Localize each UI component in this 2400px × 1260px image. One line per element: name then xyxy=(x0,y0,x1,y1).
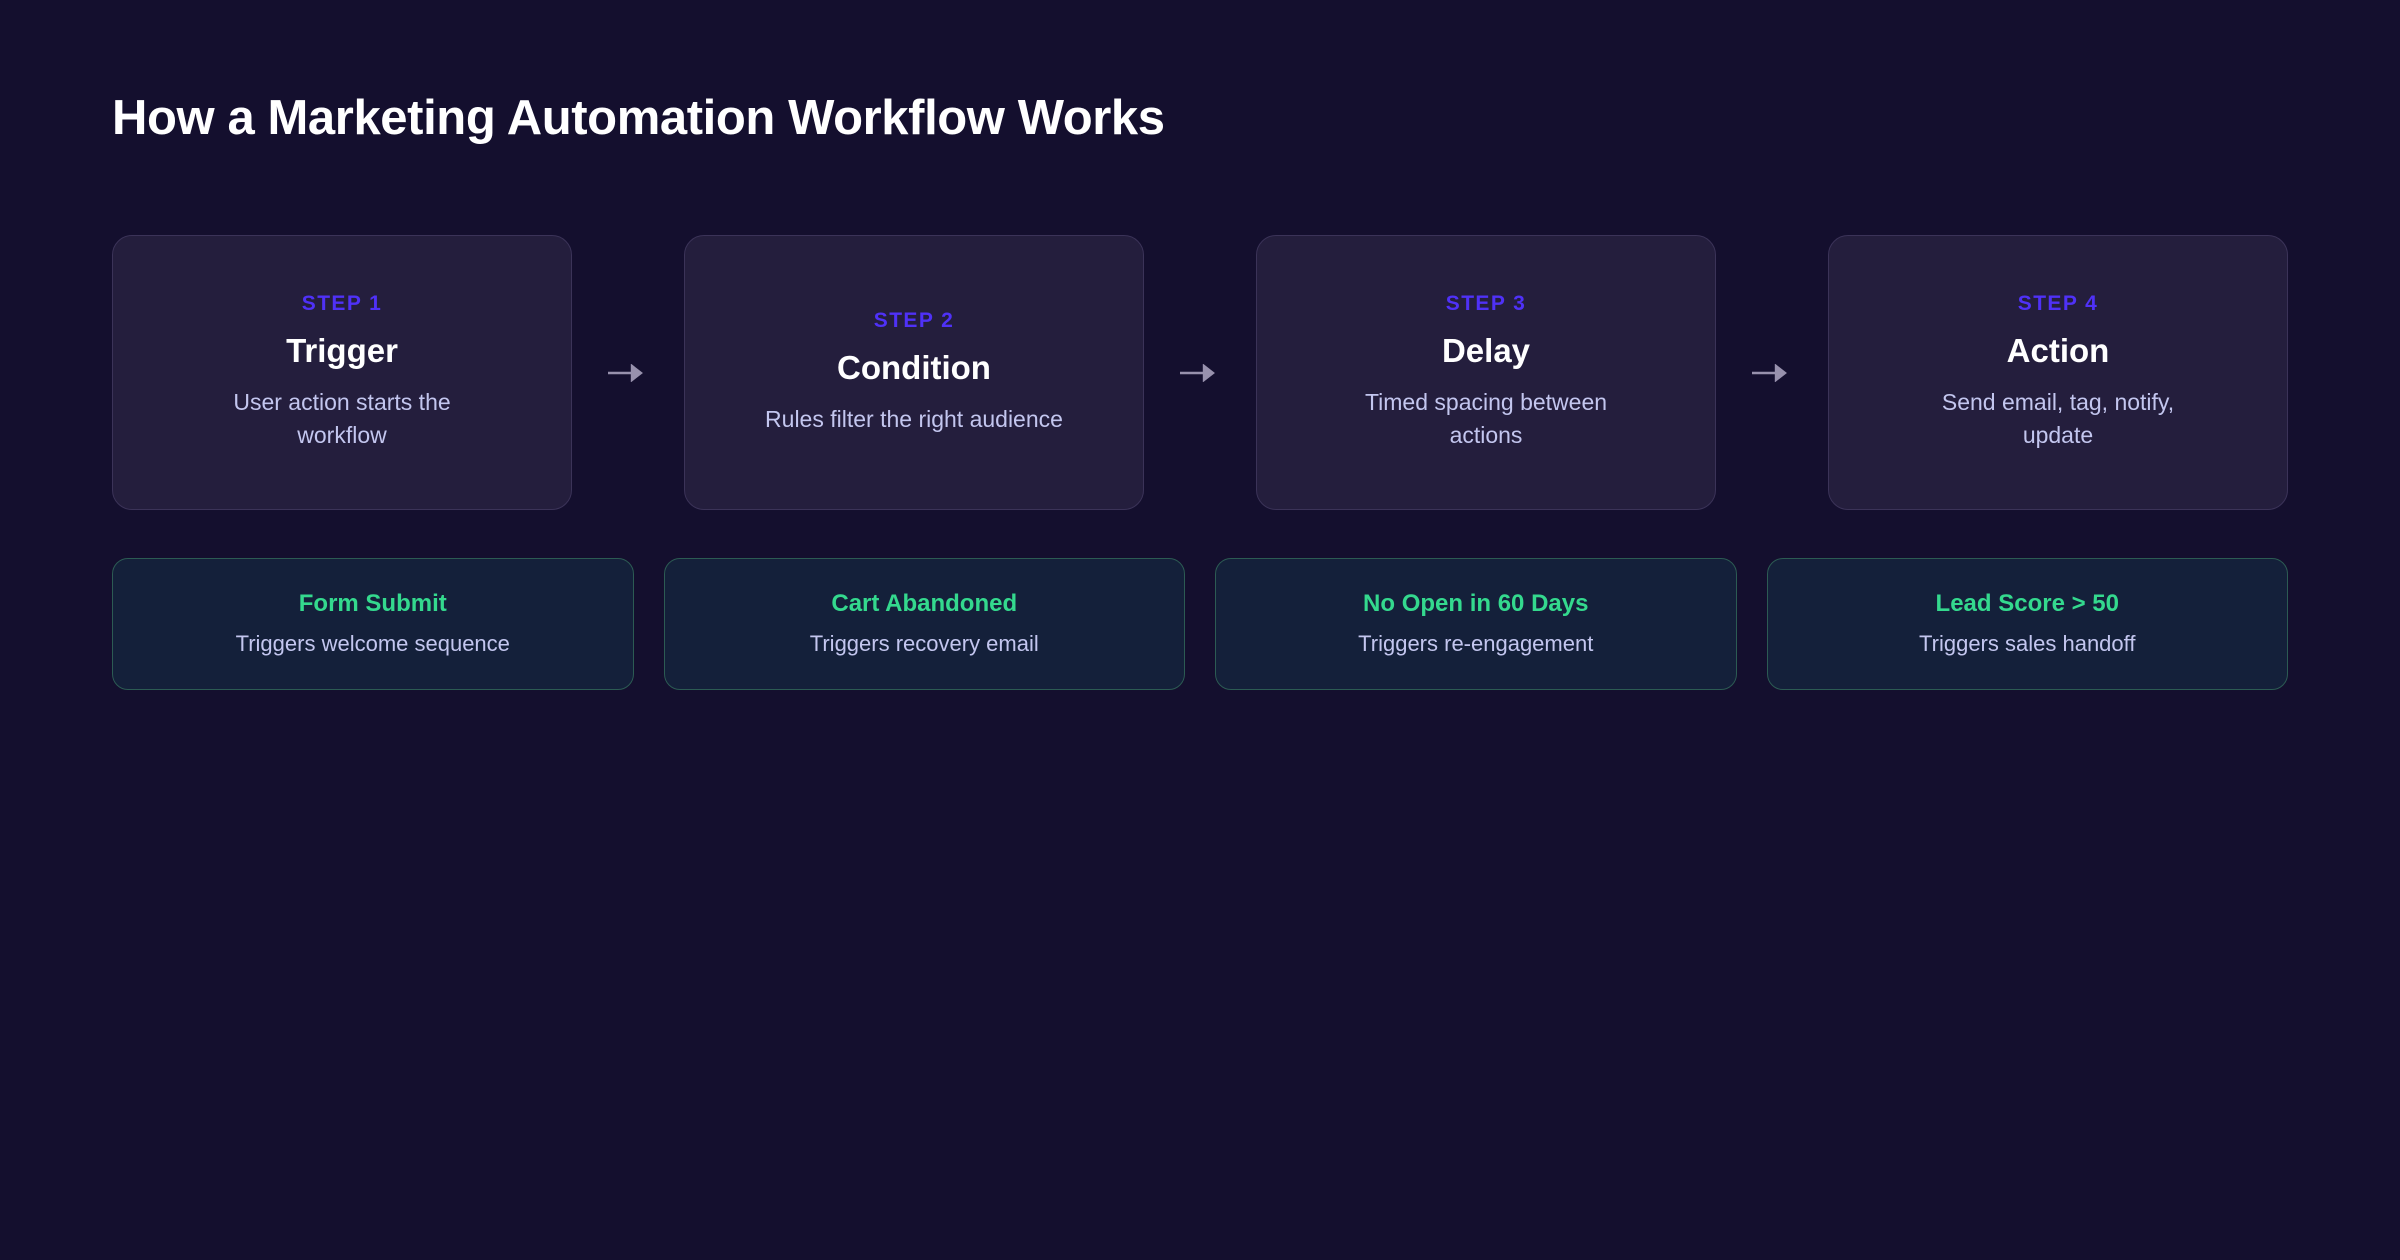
examples-row: Form Submit Triggers welcome sequence Ca… xyxy=(112,558,2288,690)
page-title: How a Marketing Automation Workflow Work… xyxy=(112,91,1165,145)
step-eyebrow: STEP 4 xyxy=(2017,292,2099,316)
step-eyebrow: STEP 2 xyxy=(873,308,955,332)
example-title: Cart Abandoned xyxy=(831,589,1018,617)
example-title: Lead Score > 50 xyxy=(1935,589,2119,617)
step-card-3[interactable]: STEP 3 Delay Timed spacing between actio… xyxy=(1256,235,1716,510)
example-description: Triggers sales handoff xyxy=(1919,630,2136,656)
example-card-4[interactable]: Lead Score > 50 Triggers sales handoff xyxy=(1766,558,2288,690)
step-name: Delay xyxy=(1441,332,1531,370)
step-card-2[interactable]: STEP 2 Condition Rules filter the right … xyxy=(684,235,1144,510)
step-description: Rules filter the right audience xyxy=(765,405,1063,432)
steps-row: STEP 1 Trigger User action starts the wo… xyxy=(112,235,2288,510)
step-name: Trigger xyxy=(286,332,398,370)
step-eyebrow: STEP 3 xyxy=(1445,292,1527,316)
step-description: User action starts the workflow xyxy=(233,389,451,449)
example-card-3[interactable]: No Open in 60 Days Triggers re-engagemen… xyxy=(1215,558,1737,690)
step-description: Send email, tag, notify, update xyxy=(1941,389,2175,449)
arrow-right-icon xyxy=(572,235,684,510)
example-card-2[interactable]: Cart Abandoned Triggers recovery email xyxy=(663,558,1185,690)
example-description: Triggers welcome sequence xyxy=(235,630,510,656)
step-name: Condition xyxy=(837,348,991,386)
step-eyebrow: STEP 1 xyxy=(301,292,383,316)
example-description: Triggers re-engagement xyxy=(1358,630,1594,656)
step-description: Timed spacing between actions xyxy=(1364,389,1608,449)
arrow-right-icon xyxy=(1144,235,1256,510)
arrow-right-icon xyxy=(1716,235,1828,510)
example-card-1[interactable]: Form Submit Triggers welcome sequence xyxy=(112,558,634,690)
step-card-1[interactable]: STEP 1 Trigger User action starts the wo… xyxy=(112,235,572,510)
example-description: Triggers recovery email xyxy=(809,630,1039,656)
step-name: Action xyxy=(2006,332,2110,370)
example-title: No Open in 60 Days xyxy=(1363,589,1589,617)
step-card-4[interactable]: STEP 4 Action Send email, tag, notify, u… xyxy=(1828,235,2288,510)
example-title: Form Submit xyxy=(298,589,447,617)
